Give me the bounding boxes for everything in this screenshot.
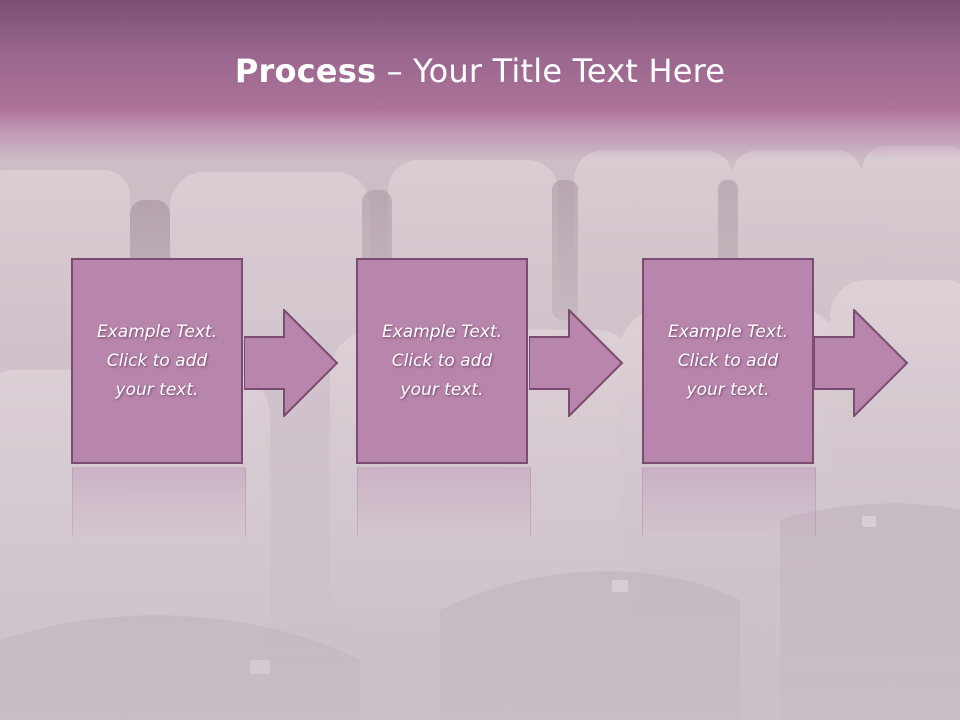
right-arrow-icon [529, 309, 624, 417]
right-arrow-icon [244, 309, 339, 417]
title-rest: – Your Title Text Here [376, 52, 726, 90]
step-text[interactable]: Example Text. Click to add your text. [96, 321, 218, 400]
step-text[interactable]: Example Text. Click to add your text. [381, 321, 503, 400]
step-box-2[interactable]: Example Text. Click to add your text. [356, 258, 528, 464]
step-reflection [642, 467, 816, 537]
step-reflection [72, 467, 246, 537]
right-arrow-icon [814, 309, 909, 417]
slide-title[interactable]: Process – Your Title Text Here [0, 52, 960, 90]
step-text[interactable]: Example Text. Click to add your text. [667, 321, 789, 400]
step-box-1[interactable]: Example Text. Click to add your text. [71, 258, 243, 464]
step-box-3[interactable]: Example Text. Click to add your text. [642, 258, 814, 464]
title-bold: Process [234, 52, 377, 90]
title-band [0, 0, 960, 160]
step-reflection [357, 467, 531, 537]
